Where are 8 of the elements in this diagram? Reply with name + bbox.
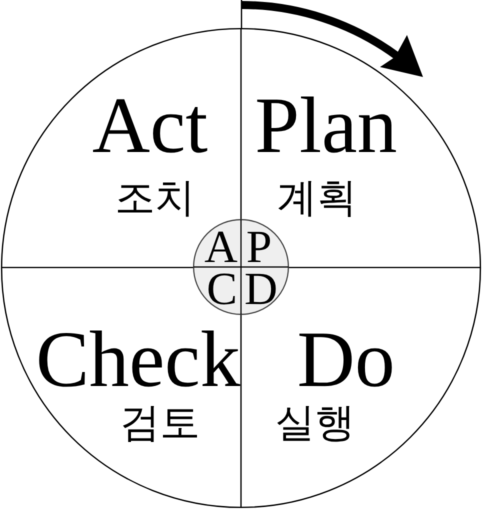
stage-translation: 실행: [275, 403, 355, 443]
stage-translation: 조치: [115, 178, 195, 218]
stage-translation: 계획: [277, 178, 357, 218]
stage-translation: 검토: [120, 403, 200, 443]
stage-name: Check: [36, 320, 240, 400]
stage-name: Act: [92, 86, 208, 166]
stage-name: Do: [297, 320, 395, 400]
stage-name: Plan: [254, 86, 398, 166]
